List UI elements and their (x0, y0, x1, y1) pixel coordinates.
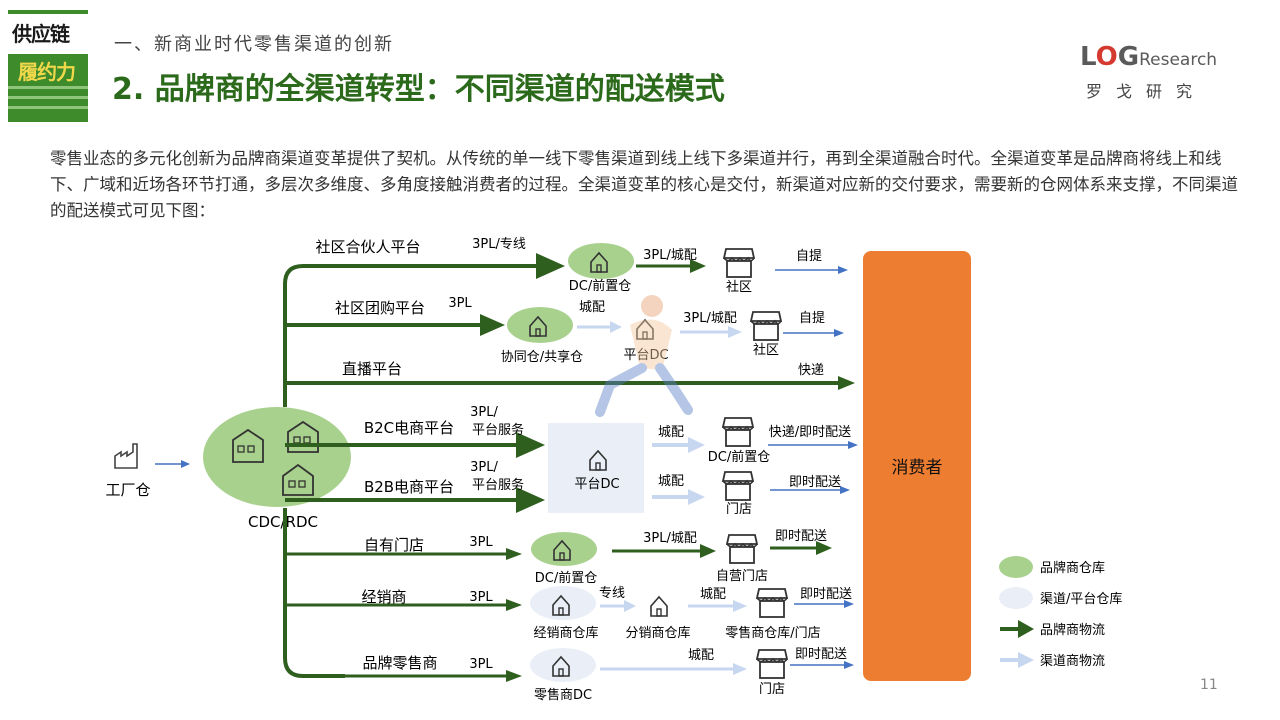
svg-text:即时配送: 即时配送 (789, 475, 841, 490)
trunk-up (283, 264, 345, 407)
svg-text:经销商仓库: 经销商仓库 (533, 625, 598, 641)
own-store-icon (726, 534, 758, 564)
row-b2c: B2C电商平台 3PL/ 平台服务 城配 DC/前置仓 快递/即时配送 (285, 405, 858, 465)
logo-subtitle: 罗戈研究 (1086, 82, 1207, 101)
svg-text:城配: 城配 (658, 474, 684, 489)
store-icon-door (722, 471, 754, 501)
svg-text:分销商仓库: 分销商仓库 (625, 625, 690, 641)
legend-brand-warehouse-swatch (999, 556, 1033, 578)
row-b2b: B2B电商平台 3PL/ 平台服务 城配 门店 即时配送 (285, 460, 850, 517)
row-brand-retailer: 品牌零售商 3PL 零售商DC 城配 门店 即时配送 (345, 647, 854, 703)
svg-text:城配: 城配 (688, 648, 714, 663)
svg-text:即时配送: 即时配送 (795, 647, 847, 662)
channel-b2c: B2C电商平台 (364, 419, 454, 437)
svg-text:门店: 门店 (759, 682, 785, 697)
svg-text:零售商DC: 零售商DC (534, 687, 592, 703)
row-own-store: 自有门店 3PL DC/前置仓 3PL/城配 自营门店 即时配送 (285, 529, 832, 586)
channel-b2b: B2B电商平台 (364, 478, 454, 496)
channel-community-partner: 社区合伙人平台 (315, 238, 420, 256)
factory-icon (114, 443, 138, 469)
channel-brand-retailer: 品牌零售商 (362, 654, 437, 672)
svg-text:城配: 城配 (579, 300, 605, 315)
svg-text:社区: 社区 (726, 279, 752, 295)
store-icon-door-2 (756, 649, 788, 679)
svg-text:协同仓/共享仓: 协同仓/共享仓 (501, 349, 583, 365)
svg-text:3PL: 3PL (469, 590, 493, 605)
svg-text:品牌商物流: 品牌商物流 (1040, 622, 1105, 638)
page-title: 2. 品牌商的全渠道转型：不同渠道的配送模式 (112, 72, 725, 107)
channel-group-buy: 社区团购平台 (335, 299, 425, 317)
logr-logo: LOGResearch 罗戈研究 (1080, 42, 1218, 101)
legend: 品牌商仓库 渠道/平台仓库 品牌商物流 渠道商物流 (999, 556, 1122, 669)
svg-text:快递: 快递 (798, 363, 824, 378)
svg-text:快递/即时配送: 快递/即时配送 (769, 425, 851, 440)
section-heading: 一、新商业时代零售渠道的创新 (114, 34, 394, 55)
row-community-partner: 社区合伙人平台 3PL/专线 DC/前置仓 3PL/城配 社区 自提 (315, 237, 848, 295)
svg-text:3PL/城配: 3PL/城配 (643, 248, 697, 263)
svg-text:自提: 自提 (796, 248, 822, 264)
svg-text:渠道/平台仓库: 渠道/平台仓库 (1040, 591, 1122, 607)
svg-text:即时配送: 即时配送 (775, 529, 827, 544)
row-live: 直播平台 快递 (285, 360, 855, 390)
legend-channel-warehouse-swatch (999, 587, 1033, 609)
retailer-dc (530, 648, 596, 682)
svg-text:渠道商物流: 渠道商物流 (1040, 654, 1105, 669)
channel-dealer: 经销商 (361, 588, 406, 606)
dc-front-warehouse-3 (531, 532, 597, 566)
cdc-warehouse-cluster (203, 407, 351, 507)
page-number: 11 (1200, 677, 1218, 693)
svg-text:品牌商仓库: 品牌商仓库 (1040, 560, 1105, 576)
trunk-down (283, 508, 345, 678)
dc-front-warehouse-1 (568, 243, 634, 279)
svg-text:3PL/专线: 3PL/专线 (472, 237, 526, 252)
factory-to-cdc-arrow (155, 460, 190, 468)
svg-text:平台服务: 平台服务 (472, 422, 524, 438)
consumer-box (863, 251, 971, 681)
svg-text:城配: 城配 (658, 425, 684, 440)
factory-label: 工厂仓 (105, 481, 150, 499)
consumer-label: 消费者 (892, 458, 943, 478)
svg-text:自营门店: 自营门店 (716, 569, 768, 584)
svg-text:即时配送: 即时配送 (800, 587, 852, 602)
svg-text:平台DC: 平台DC (623, 348, 668, 363)
svg-text:平台DC: 平台DC (574, 477, 619, 492)
book-title-line2: 履约力 (18, 60, 76, 84)
svg-text:3PL/: 3PL/ (470, 405, 498, 420)
svg-text:3PL: 3PL (448, 296, 472, 311)
svg-text:专线: 专线 (599, 586, 625, 601)
svg-text:社区: 社区 (753, 342, 779, 358)
svg-text:3PL/城配: 3PL/城配 (643, 531, 697, 546)
book-title-line1: 供应链 (12, 22, 70, 46)
svg-text:DC/前置仓: DC/前置仓 (708, 449, 770, 465)
svg-text:3PL: 3PL (469, 535, 493, 550)
channel-live: 直播平台 (342, 360, 402, 378)
community-store-icon-2 (750, 311, 782, 341)
store-icon-dc-front (722, 417, 754, 447)
svg-text:3PL/城配: 3PL/城配 (683, 311, 737, 326)
intro-paragraph: 零售业态的多元化创新为品牌商渠道变革提供了契机。从传统的单一线下零售渠道到线上线… (50, 149, 1238, 220)
svg-text:零售商仓库/门店: 零售商仓库/门店 (725, 625, 820, 641)
svg-text:城配: 城配 (700, 587, 726, 602)
community-store-icon-1 (723, 248, 755, 278)
row-dealer: 经销商 3PL 经销商仓库 专线 分销商仓库 城配 零售商仓库/门店 即时配送 (285, 586, 854, 641)
row-group-buy: 社区团购平台 3PL 协同仓/共享仓 城配 平台DC 3PL/城配 社区 自提 (285, 296, 844, 365)
svg-text:DC/前置仓: DC/前置仓 (569, 278, 631, 294)
svg-text:3PL: 3PL (469, 657, 493, 672)
svg-text:3PL/: 3PL/ (470, 460, 498, 475)
book-cover-image: 供应链 履约力 (8, 10, 88, 122)
dealer-warehouse (530, 586, 596, 620)
svg-text:门店: 门店 (726, 502, 752, 517)
retailer-store-icon (756, 588, 788, 618)
svg-text:自提: 自提 (799, 310, 825, 326)
collab-warehouse (507, 307, 573, 343)
svg-text:平台服务: 平台服务 (472, 477, 524, 493)
runner-illustration (595, 295, 693, 417)
channel-own-store: 自有门店 (364, 536, 424, 554)
svg-text:DC/前置仓: DC/前置仓 (535, 570, 597, 586)
